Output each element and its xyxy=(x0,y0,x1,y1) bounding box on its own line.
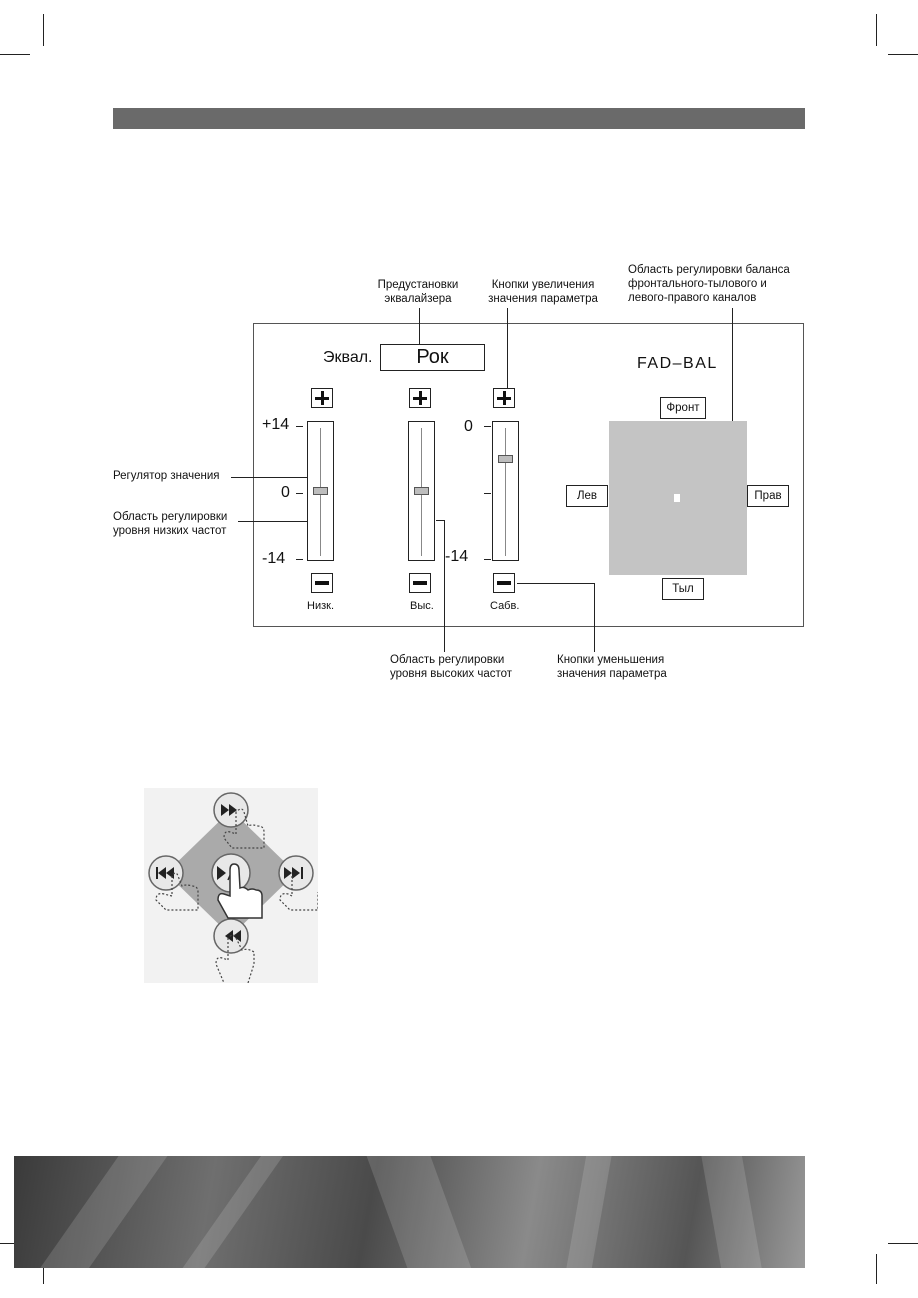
sub-scale-top: 0 xyxy=(464,418,473,435)
sub-minus-button[interactable] xyxy=(493,573,515,593)
high-slider-knob[interactable] xyxy=(414,487,429,495)
remote-svg xyxy=(148,792,319,984)
callout-low-area: Область регулировки уровня низких частот xyxy=(113,511,228,537)
leader-line xyxy=(436,520,445,521)
sub-slider-knob[interactable] xyxy=(498,454,513,463)
callout-value-control: Регулятор значения xyxy=(113,470,220,482)
fast-forward-icon xyxy=(213,792,249,828)
callout-presets: Предустановки эквалайзера xyxy=(377,279,459,305)
low-slider-knob[interactable] xyxy=(313,487,328,495)
callout-high-area: Область регулировки уровня высоких часто… xyxy=(390,654,513,680)
balance-position-marker[interactable] xyxy=(674,494,680,502)
crop-mark xyxy=(43,1254,44,1284)
callout-minus-buttons: Кнопки уменьшения значения параметра xyxy=(557,654,667,680)
crop-mark xyxy=(876,14,877,46)
crop-mark xyxy=(0,54,30,55)
sub-plus-button[interactable] xyxy=(493,388,515,408)
rear-button[interactable]: Тыл xyxy=(662,578,704,600)
sub-channel-label: Сабв. xyxy=(490,600,520,612)
hand-pointer-icon xyxy=(217,863,263,919)
previous-track-icon xyxy=(148,855,184,891)
high-channel-label: Выс. xyxy=(410,600,434,612)
callout-fader-balance: Область регулировки баланса фронтального… xyxy=(628,264,790,304)
minus-icon xyxy=(413,581,427,585)
header-bar xyxy=(113,108,805,129)
high-minus-button[interactable] xyxy=(409,573,431,593)
eq-preset-selector[interactable]: Рок xyxy=(380,344,485,371)
fadbal-area[interactable] xyxy=(609,421,747,575)
remote-illustration xyxy=(144,788,319,984)
leader-line xyxy=(419,308,420,345)
high-plus-button[interactable] xyxy=(409,388,431,408)
front-button[interactable]: Фронт xyxy=(660,397,706,419)
crop-mark xyxy=(888,54,918,55)
eq-label: Эквал. xyxy=(323,349,373,366)
next-track-icon xyxy=(278,855,314,891)
low-plus-button[interactable] xyxy=(311,388,333,408)
leader-line xyxy=(517,583,594,584)
left-button[interactable]: Лев xyxy=(566,485,608,507)
high-slider[interactable] xyxy=(408,421,435,561)
low-scale-bottom: -14 xyxy=(262,550,286,567)
fadbal-title: FAD–BAL xyxy=(637,355,718,372)
decorative-banner xyxy=(14,1156,805,1268)
leader-line xyxy=(444,520,445,652)
leader-line xyxy=(238,521,311,522)
leader-line xyxy=(732,308,733,440)
minus-icon xyxy=(315,581,329,585)
callout-plus-buttons: Кнопки увеличения значения параметра xyxy=(488,279,598,305)
crop-mark xyxy=(43,14,44,46)
low-minus-button[interactable] xyxy=(311,573,333,593)
low-scale-top: +14 xyxy=(262,416,290,433)
crop-mark xyxy=(876,1254,877,1284)
sub-scale-bottom: -14 xyxy=(445,548,469,565)
leader-line xyxy=(507,308,508,388)
low-channel-label: Низк. xyxy=(307,600,335,612)
right-button[interactable]: Прав xyxy=(747,485,789,507)
minus-icon xyxy=(497,581,511,585)
sub-slider[interactable] xyxy=(492,421,519,561)
low-scale-mid: 0 xyxy=(281,484,290,501)
leader-line xyxy=(594,583,595,652)
leader-line xyxy=(231,477,313,478)
low-slider[interactable] xyxy=(307,421,334,561)
crop-mark xyxy=(888,1243,918,1244)
